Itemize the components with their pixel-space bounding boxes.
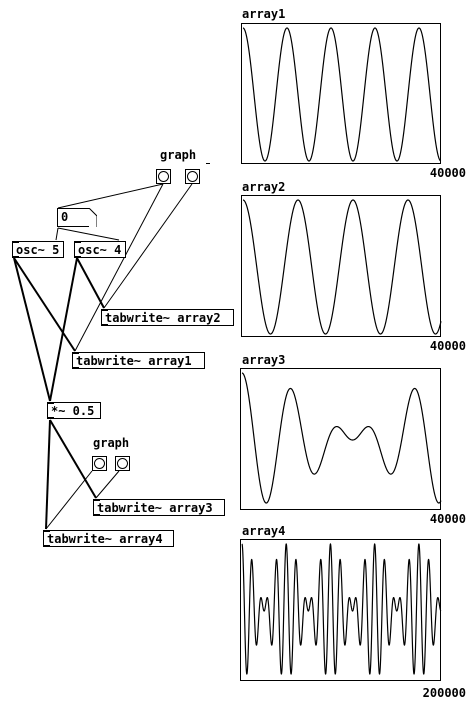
waveform-line [242, 199, 442, 335]
bang-button-2[interactable] [185, 169, 200, 184]
bang-button-4[interactable] [115, 456, 130, 471]
array1-title: array1 [242, 7, 286, 21]
multiply-object[interactable]: *~ 0.5 [47, 402, 101, 419]
tabwrite-array2-object[interactable]: tabwrite~ array2 [101, 309, 234, 326]
tabwrite-array1-object[interactable]: tabwrite~ array1 [72, 352, 205, 369]
array4-size: 200000 [422, 686, 466, 700]
tabwrite-array4-object[interactable]: tabwrite~ array4 [43, 530, 174, 547]
bang-circle-icon [187, 171, 198, 182]
array2-title: array2 [242, 180, 286, 194]
graph-label-marker [206, 163, 210, 164]
bang-button-1[interactable] [156, 169, 171, 184]
array1-size: 40000 [429, 166, 466, 180]
bang-circle-icon [158, 171, 169, 182]
array1-graph[interactable] [241, 23, 442, 164]
array2-graph[interactable] [241, 195, 442, 337]
waveform-line [242, 27, 442, 162]
array4-graph[interactable] [240, 539, 442, 681]
bang-circle-icon [94, 458, 105, 469]
tabwrite-array3-object[interactable]: tabwrite~ array3 [93, 499, 225, 516]
bang-circle-icon [117, 458, 128, 469]
number-box[interactable]: 0 [57, 208, 97, 227]
array4-title: array4 [242, 524, 286, 538]
waveform-line [241, 543, 442, 675]
osc-4-object[interactable]: osc~ 4 [74, 241, 126, 258]
array2-size: 40000 [429, 339, 466, 353]
array3-graph[interactable] [240, 368, 442, 510]
array3-title: array3 [242, 353, 286, 367]
array3-size: 40000 [429, 512, 466, 526]
graph-label-bottom: graph [93, 436, 130, 450]
bang-button-3[interactable] [92, 456, 107, 471]
number-box-notch-icon [89, 208, 97, 227]
number-box-value: 0 [61, 210, 69, 224]
graph-label-top: graph [160, 148, 197, 162]
waveform-line [241, 372, 442, 504]
osc-5-object[interactable]: osc~ 5 [12, 241, 64, 258]
